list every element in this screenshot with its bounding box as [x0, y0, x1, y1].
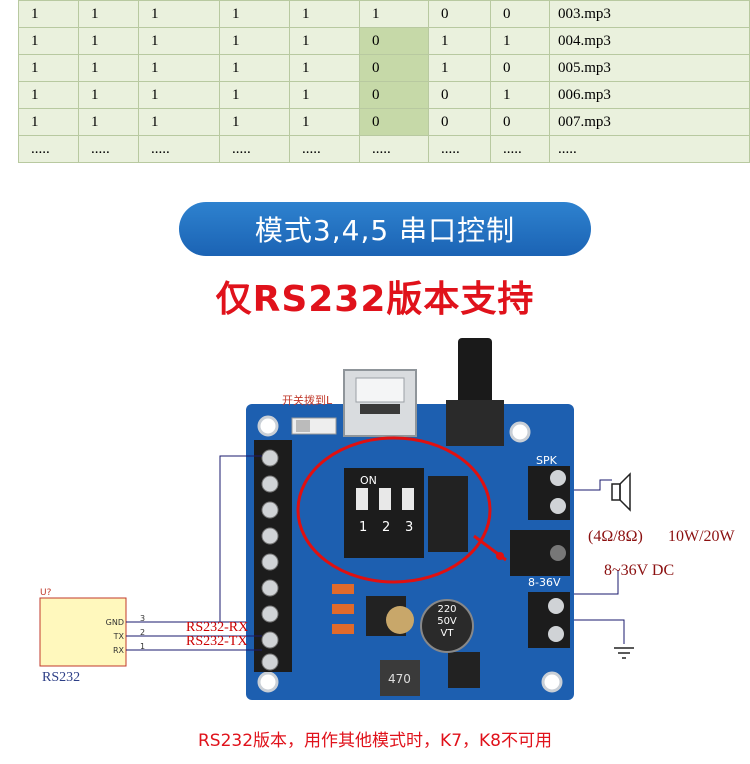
table-cell: 0 — [490, 0, 550, 28]
table-cell: ..... — [18, 135, 79, 163]
table-cell: 1 — [428, 27, 491, 55]
table-cell: ..... — [289, 135, 360, 163]
table-cell: 1 — [138, 81, 220, 109]
table-cell: 1 — [289, 108, 360, 136]
table-cell: 0 — [359, 54, 429, 82]
table-cell: 1 — [78, 54, 139, 82]
table-cell: 0 — [359, 108, 429, 136]
table-cell: 1 — [219, 54, 290, 82]
table-cell: 1 — [138, 27, 220, 55]
table-cell: 004.mp3 — [549, 27, 750, 55]
table-cell: 1 — [138, 0, 220, 28]
inductor-text: 470 — [388, 672, 411, 686]
dip-num-3: 3 — [405, 520, 414, 535]
dip-on-label: ON — [360, 474, 377, 487]
capacitor — [420, 599, 474, 653]
dip-num-2: 2 — [382, 520, 391, 535]
power-range: 8-36V — [528, 576, 561, 589]
table-cell: 1 — [219, 81, 290, 109]
pin-names: GND TX RX — [80, 616, 124, 658]
table-cell: 005.mp3 — [549, 54, 750, 82]
cap-brand: VT — [440, 628, 454, 639]
table-cell: 1 — [219, 108, 290, 136]
cap-voltage: 50V — [437, 616, 457, 627]
table-cell: 0 — [490, 54, 550, 82]
table-cell: ..... — [490, 135, 550, 163]
spk-label: SPK — [536, 454, 557, 467]
table-cell: 1 — [18, 108, 79, 136]
pin-gnd: GND — [105, 618, 124, 627]
power-label: 8~36V DC — [604, 562, 675, 579]
mode-banner: 模式3,4,5 串口控制 — [179, 202, 591, 256]
table-cell: 1 — [18, 27, 79, 55]
table-cell: 1 — [78, 27, 139, 55]
caption: RS232版本，用作其他模式时，K7，K8不可用 — [198, 731, 552, 751]
table-cell: 006.mp3 — [549, 81, 750, 109]
table-cell: ..... — [549, 135, 750, 163]
pin-numbers: 3 2 1 — [140, 612, 145, 654]
module-ref: U? — [40, 588, 52, 598]
cap-value: 220 — [437, 604, 457, 615]
table-cell: 0 — [428, 108, 491, 136]
table-row: ........................................… — [18, 135, 750, 163]
table-cell: 003.mp3 — [549, 0, 750, 28]
table-cell: 1 — [289, 81, 360, 109]
table-cell: 1 — [219, 27, 290, 55]
banner-text: 模式3,4,5 串口控制 — [254, 214, 516, 247]
wire-tx-label: RS232-TX — [186, 634, 248, 649]
table-cell: 1 — [78, 81, 139, 109]
speaker-power: 10W/20W — [668, 528, 735, 545]
rs232-label: RS232 — [42, 670, 81, 685]
dip-switch — [344, 468, 424, 558]
pin-rx: RX — [112, 646, 124, 655]
pin-num-3: 3 — [140, 614, 146, 623]
subtitle: 仅RS232版本支持 — [215, 279, 535, 320]
pin-num-1: 1 — [140, 642, 146, 651]
table-cell: 1 — [18, 0, 79, 28]
rs232-module — [39, 597, 127, 667]
table-cell: 1 — [138, 54, 220, 82]
table-cell: 1 — [490, 27, 550, 55]
wire-rx-label: RS232-RX — [186, 620, 249, 635]
table-cell: 1 — [78, 108, 139, 136]
table-cell: 1 — [289, 27, 360, 55]
table-cell: 1 — [18, 54, 79, 82]
table-cell: 1 — [289, 54, 360, 82]
table-cell: 007.mp3 — [549, 108, 750, 136]
speaker-icon — [611, 472, 631, 512]
table-cell: 1 — [138, 108, 220, 136]
table-cell: ..... — [138, 135, 220, 163]
table-cell: ..... — [428, 135, 491, 163]
pin-tx: TX — [113, 632, 124, 641]
potentiometer — [458, 338, 492, 404]
power-terminal — [528, 592, 570, 648]
switch-note: 开关拨到L — [282, 394, 333, 407]
table-cell: ..... — [359, 135, 429, 163]
capacitor-text: 220 50V VT — [432, 604, 462, 640]
highlight-circle — [296, 436, 492, 584]
table-cell: 0 — [359, 27, 429, 55]
table-cell: 1 — [359, 0, 429, 28]
dip-num-1: 1 — [359, 520, 368, 535]
speaker-impedance: (4Ω/8Ω) — [588, 528, 643, 545]
table-cell: 1 — [289, 0, 360, 28]
inductor — [380, 660, 420, 696]
pin-num-2: 2 — [140, 628, 146, 637]
table-cell: ..... — [78, 135, 139, 163]
table-cell: 1 — [219, 0, 290, 28]
table-cell: 0 — [428, 0, 491, 28]
ground-icon — [614, 647, 634, 659]
